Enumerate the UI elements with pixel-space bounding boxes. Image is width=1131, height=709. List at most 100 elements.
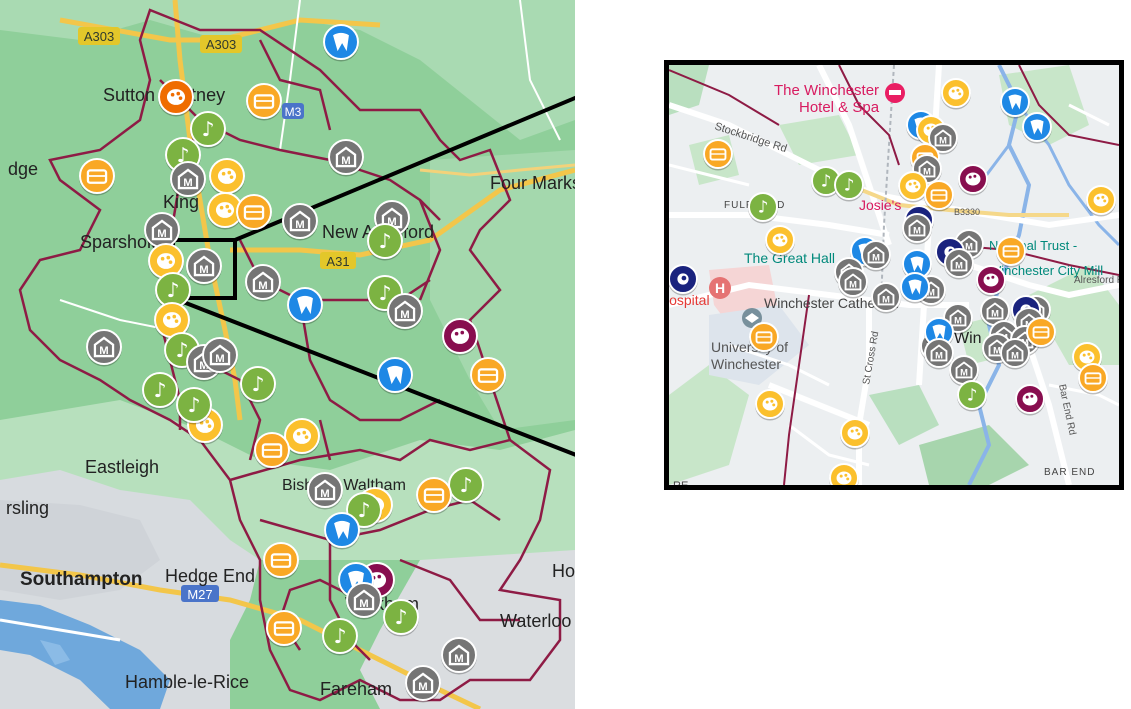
museum-marker-icon[interactable]: M (944, 248, 974, 280)
label-winchester-hotel-line2: Hotel & Spa (799, 99, 880, 116)
heritage-marker-icon[interactable] (900, 272, 930, 304)
arts-marker-icon[interactable] (236, 194, 272, 232)
label-win: Win (954, 330, 982, 347)
inset-markers-layer: MM♪♪♪MMMMMMMMMMMMMMMMMMM♪ (669, 78, 1116, 485)
label-b3330: B3330 (954, 207, 980, 217)
music-marker-icon[interactable]: ♪ (322, 618, 358, 656)
theatre-marker-icon[interactable] (284, 418, 320, 456)
svg-text:M: M (99, 345, 108, 357)
museum-marker-icon[interactable]: M (1000, 338, 1030, 370)
heritage-marker-icon[interactable] (323, 24, 359, 62)
arts-marker-icon[interactable] (1078, 363, 1108, 395)
music-marker-icon[interactable]: ♪ (240, 366, 276, 404)
road-label-m3: M3 (285, 105, 302, 119)
theatre-marker-icon[interactable] (765, 225, 795, 257)
theatre-marker-icon[interactable] (898, 171, 928, 203)
museum-marker-icon[interactable]: M (245, 264, 281, 302)
theatre-marker-icon[interactable] (755, 389, 785, 421)
gallery-marker-icon[interactable] (958, 164, 988, 196)
label-winchester-hotel-line1: The Winchester (774, 82, 879, 99)
music-marker-icon[interactable]: ♪ (142, 372, 178, 410)
museum-marker-icon[interactable]: M (170, 161, 206, 199)
arts-marker-icon[interactable] (246, 83, 282, 121)
heritage-marker-icon[interactable] (902, 249, 932, 281)
theatre-marker-icon[interactable] (1086, 185, 1116, 217)
museum-marker-icon[interactable]: M (980, 296, 1010, 328)
palette-marker-icon[interactable] (158, 79, 194, 117)
museum-marker-icon[interactable]: M (861, 240, 891, 272)
museum-marker-icon[interactable]: M (924, 338, 954, 370)
arts-marker-icon[interactable] (749, 322, 779, 354)
heritage-marker-icon[interactable] (377, 357, 413, 395)
arts-marker-icon[interactable] (263, 542, 299, 580)
arts-marker-icon[interactable] (79, 158, 115, 196)
theatre-marker-icon[interactable] (941, 78, 971, 110)
museum-marker-icon[interactable]: M (86, 329, 122, 367)
label-idge: dge (8, 159, 38, 179)
music-marker-icon[interactable]: ♪ (176, 387, 212, 425)
museum-marker-icon[interactable]: M (346, 582, 382, 620)
arts-marker-icon[interactable] (996, 236, 1026, 268)
regional-map[interactable]: A303 A303 M3 A31 M27 Sutton Scotney Four… (0, 0, 575, 709)
music-marker-icon[interactable]: ♪ (155, 272, 191, 310)
music-marker-icon[interactable]: ♪ (811, 166, 841, 198)
road-label-a303-left: A303 (84, 29, 114, 44)
museum-marker-icon[interactable]: M (441, 637, 477, 675)
road-shield-a303-left: A303 (78, 27, 120, 45)
theatre-marker-icon[interactable] (148, 243, 184, 281)
gallery-marker-icon[interactable] (442, 318, 478, 356)
theatre-marker-icon[interactable] (209, 158, 245, 196)
museum-marker-icon[interactable]: M (405, 665, 441, 703)
museum-marker-icon[interactable]: M (871, 282, 901, 314)
heritage-marker-icon[interactable] (324, 512, 360, 550)
svg-text:M: M (935, 351, 943, 361)
gallery-marker-icon[interactable] (976, 265, 1006, 297)
museum-marker-icon[interactable]: M (902, 213, 932, 245)
museum-marker-icon[interactable]: M (838, 267, 868, 299)
music-marker-icon[interactable]: ♪ (834, 170, 864, 202)
label-university-line2: Winchester (711, 356, 781, 372)
inset-map-winchester[interactable]: The Winchester Hotel & Spa Stockbridge R… (664, 60, 1124, 490)
museum-marker-icon[interactable]: M (282, 203, 318, 241)
svg-text:M: M (400, 309, 409, 321)
arts-marker-icon[interactable] (703, 139, 733, 171)
svg-text:♪: ♪ (378, 281, 391, 305)
theatre-marker-icon[interactable] (829, 463, 859, 485)
museum-marker-icon[interactable]: M (387, 293, 423, 331)
svg-text:M: M (955, 261, 963, 271)
arts-marker-icon[interactable] (254, 432, 290, 470)
gallery-marker-icon[interactable] (1015, 384, 1045, 416)
music-marker-icon[interactable]: ♪ (367, 223, 403, 261)
museum-marker-icon[interactable]: M (186, 248, 222, 286)
svg-text:♪: ♪ (378, 229, 391, 253)
svg-text:♪: ♪ (153, 378, 166, 402)
heritage-marker-icon[interactable] (287, 287, 323, 325)
label-re: RE (673, 480, 688, 485)
museum-marker-icon[interactable]: M (144, 212, 180, 250)
music-marker-icon[interactable]: ♪ (190, 111, 226, 149)
arts-marker-icon[interactable] (924, 180, 954, 212)
music-marker-icon[interactable]: ♪ (448, 467, 484, 505)
arts-marker-icon[interactable] (1026, 317, 1056, 349)
arts-marker-icon[interactable] (266, 610, 302, 648)
museum-marker-icon[interactable]: M (328, 139, 364, 177)
label-the-great-hall: The Great Hall (744, 250, 835, 266)
museum-marker-icon[interactable]: M (949, 355, 979, 387)
theatre-marker-icon[interactable] (840, 418, 870, 450)
svg-text:♪: ♪ (201, 117, 214, 141)
heritage-marker-icon[interactable] (1000, 87, 1030, 119)
music-marker-icon[interactable]: ♪ (957, 380, 987, 412)
museum-marker-icon[interactable]: M (928, 123, 958, 155)
theatre-marker-icon[interactable] (207, 192, 243, 230)
museum-marker-icon[interactable]: M (307, 472, 343, 510)
svg-text:♪: ♪ (844, 175, 855, 195)
music-marker-icon[interactable]: ♪ (383, 599, 419, 637)
navy-marker-icon[interactable] (669, 264, 698, 296)
museum-marker-icon[interactable]: M (202, 337, 238, 375)
music-marker-icon[interactable]: ♪ (748, 192, 778, 224)
arts-marker-icon[interactable] (416, 477, 452, 515)
heritage-marker-icon[interactable] (1022, 112, 1052, 144)
theatre-marker-icon[interactable] (154, 302, 190, 340)
arts-marker-icon[interactable] (470, 357, 506, 395)
